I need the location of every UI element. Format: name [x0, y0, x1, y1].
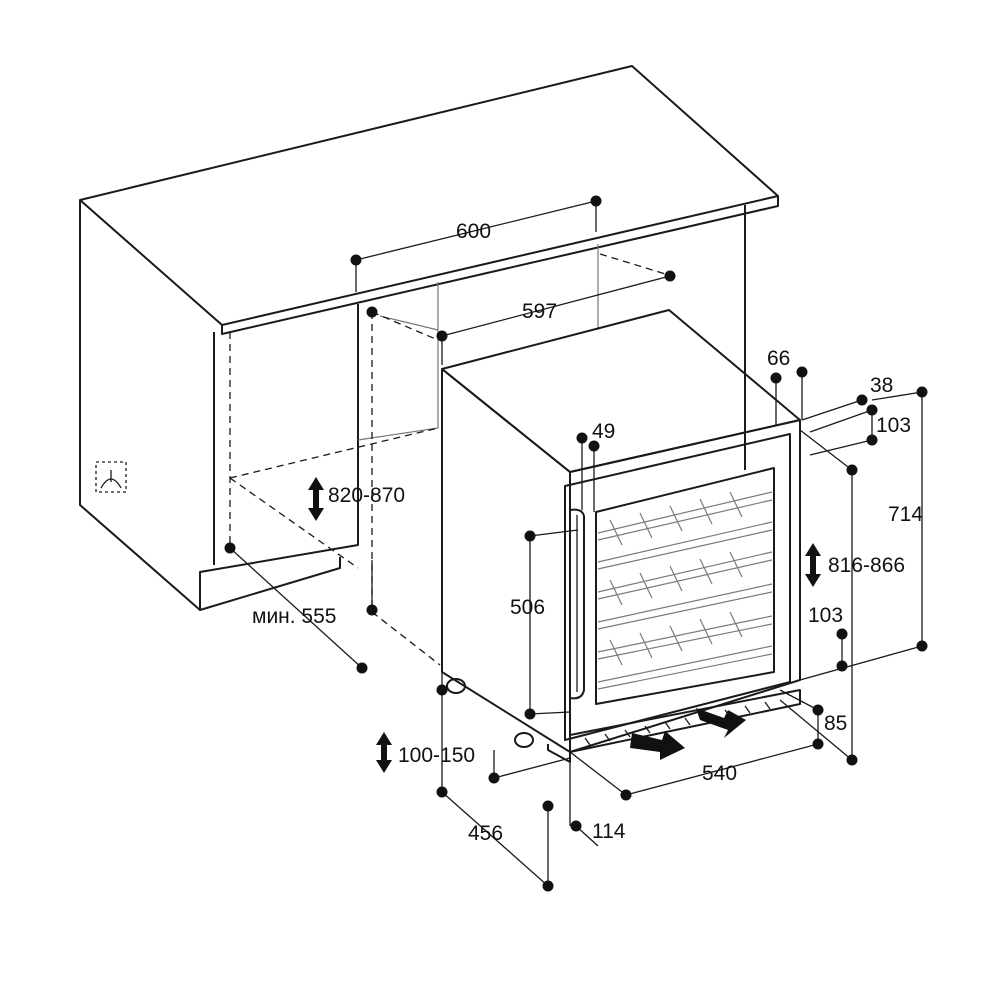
glass-shelves — [597, 491, 773, 690]
ventilation-grille — [569, 689, 801, 753]
appliance-top — [441, 309, 801, 473]
label-plinth-offset: 85 — [824, 712, 847, 735]
label-niche-width: 597 — [522, 300, 557, 323]
glass-panel — [595, 467, 775, 705]
label-appliance-height-range: 816-866 — [828, 554, 905, 577]
label-niche-depth-min: мин. 555 — [252, 605, 336, 628]
label-niche-height: 820-870 — [328, 484, 405, 507]
label-appliance-height: 714 — [888, 503, 923, 526]
dimension-labels: 600 597 820-870 мин. 555 66 38 103 714 4… — [252, 220, 923, 845]
wine-cooler — [441, 309, 801, 763]
appliance-side — [441, 368, 571, 753]
label-appliance-depth: 456 — [468, 822, 503, 845]
label-appliance-width: 540 — [702, 762, 737, 785]
left-cabinet — [79, 200, 359, 611]
airflow-arrow-icon — [630, 708, 746, 760]
label-top-setback: 103 — [876, 414, 911, 437]
door-handle — [569, 508, 585, 700]
dimension-lines — [229, 200, 923, 887]
label-door-height: 506 — [510, 596, 545, 619]
label-door-offset: 66 — [767, 347, 790, 370]
dimension-dots — [224, 195, 928, 892]
label-handle-offset: 49 — [592, 420, 615, 443]
label-bottom-setback: 103 — [808, 604, 843, 627]
appliance-door — [564, 433, 791, 741]
label-door-thickness: 38 — [870, 374, 893, 397]
label-countertop-width: 600 — [456, 220, 491, 243]
label-plinth-height: 100-150 — [398, 744, 475, 767]
electrical-socket-icon — [95, 461, 127, 493]
label-plinth-depth: 114 — [592, 820, 626, 843]
kitchen-cabinet — [79, 65, 779, 666]
height-adjust-arrow-icon — [308, 477, 821, 773]
